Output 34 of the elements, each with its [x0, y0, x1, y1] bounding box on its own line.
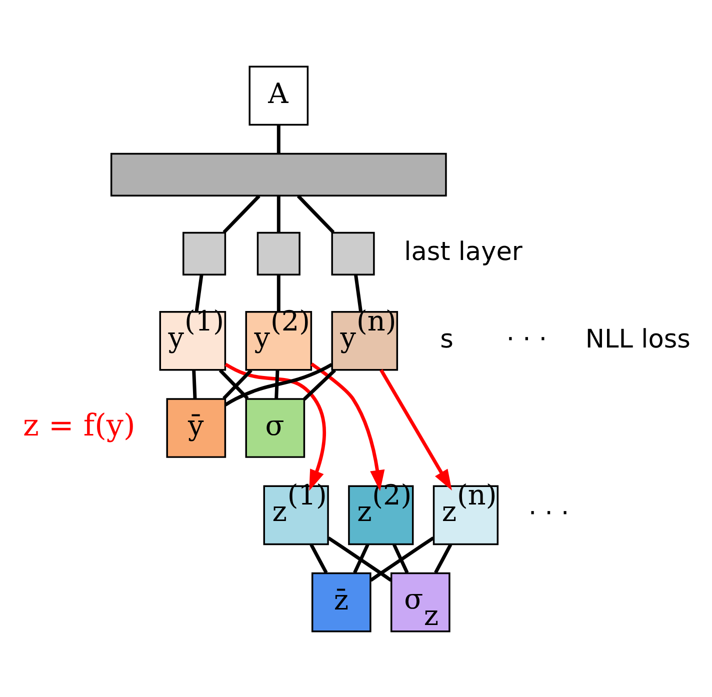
connector [326, 536, 392, 582]
node-box: ȳ [166, 398, 226, 458]
connector [276, 124, 280, 153]
label: z = f(y) [22, 408, 135, 443]
connector [302, 368, 336, 400]
node-box [330, 231, 374, 275]
label: · · · [528, 498, 569, 528]
arrow [379, 368, 452, 490]
node-box: σ [244, 398, 305, 458]
connector [276, 274, 280, 312]
label: last layer [404, 236, 522, 267]
label: NLL loss [584, 324, 690, 354]
node-bar [110, 152, 446, 196]
connector [194, 274, 203, 312]
node-box [256, 231, 300, 275]
connector [276, 196, 280, 232]
connector [434, 543, 452, 574]
connector [354, 274, 362, 312]
connector [369, 536, 434, 582]
label: s [440, 324, 453, 354]
connector [309, 543, 328, 574]
connector [224, 362, 332, 406]
label: · · · [506, 324, 546, 354]
connector [274, 370, 279, 398]
connector [296, 194, 334, 233]
arrow [224, 362, 326, 490]
connector [192, 370, 196, 398]
connector [352, 543, 369, 573]
node-box: A [248, 65, 308, 126]
node-box [182, 231, 226, 275]
connector [222, 194, 260, 233]
node-box: z̄ [310, 572, 371, 632]
arrow [310, 362, 384, 491]
connector [392, 543, 408, 573]
